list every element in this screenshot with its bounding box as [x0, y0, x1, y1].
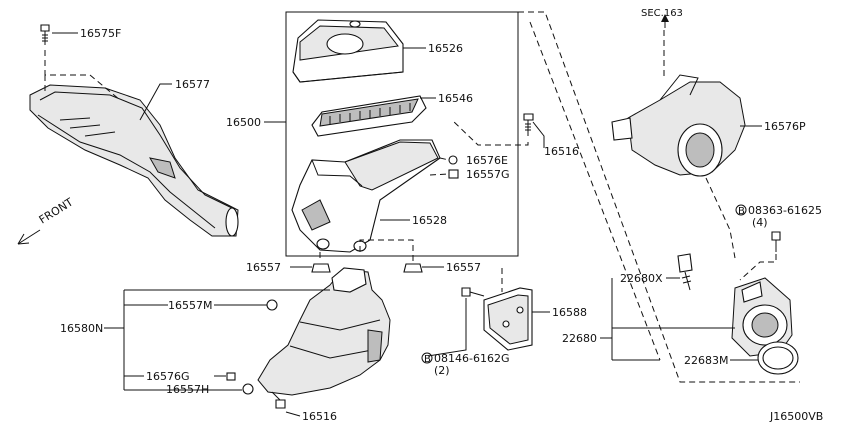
grommet-16557H — [242, 383, 254, 395]
label-22680: 22680 — [562, 332, 597, 345]
label-22683M: 22683M — [684, 354, 728, 367]
label-16588: 16588 — [552, 306, 587, 319]
label-08146: 08146-6162G — [434, 352, 509, 365]
label-16500: 16500 — [226, 116, 261, 129]
label-08146-qty: (2) — [434, 364, 450, 377]
air-cleaner-upper-cover — [292, 19, 404, 83]
label-16576E: 16576E — [466, 154, 508, 167]
air-filter-element — [311, 95, 427, 137]
mounting-bracket — [483, 287, 533, 351]
air-duct — [29, 84, 239, 237]
air-cleaner-lower-case — [291, 139, 441, 253]
air-cleaner-assembly-frame — [285, 11, 519, 257]
label-16528: 16528 — [412, 214, 447, 227]
label-16516-top: 16516 — [544, 145, 579, 158]
bolt-symbol-B-08363 — [735, 204, 747, 216]
label-16576G: 16576G — [146, 370, 190, 383]
label-16557-right: 16557 — [446, 261, 481, 274]
bolt-16575F — [40, 24, 50, 45]
label-16526: 16526 — [428, 42, 463, 55]
grommet-16557-right — [403, 263, 423, 273]
grommet-16557-left — [311, 263, 331, 273]
bolt-symbol-B-08146 — [421, 352, 433, 364]
label-16580N: 16580N — [60, 322, 103, 335]
label-16557-left: 16557 — [246, 261, 281, 274]
bolt-symbol-letter-08146: B — [424, 354, 431, 365]
label-16576P: 16576P — [764, 120, 806, 133]
label-16557G: 16557G — [466, 168, 510, 181]
front-arrow: FRONT — [17, 195, 76, 245]
grommet-16576E — [448, 155, 458, 165]
bolt-symbol-letter-08363: B — [738, 206, 745, 217]
label-08363-qty: (4) — [752, 216, 768, 229]
label-16546: 16546 — [438, 92, 473, 105]
bolt-16516-top — [523, 113, 534, 136]
label-16557H: 16557H — [166, 383, 209, 396]
bolt-08146 — [461, 287, 485, 297]
label-16557M: 16557M — [168, 299, 212, 312]
sensor-22680X — [677, 253, 693, 291]
front-label: FRONT — [37, 195, 76, 226]
gasket-22683M — [757, 341, 799, 375]
bolt-16516-bottom — [271, 391, 286, 409]
section-ref-arrow: SEC.163 — [641, 8, 683, 28]
label-16577: 16577 — [175, 78, 210, 91]
intake-duct-16576P — [611, 74, 746, 177]
drawing-number: J16500VB — [769, 410, 823, 423]
label-22680X: 22680X — [620, 272, 663, 285]
clip-16557M — [266, 299, 278, 311]
screw-08363 — [771, 231, 781, 252]
label-16575F: 16575F — [80, 27, 121, 40]
section-ref-label: SEC.163 — [641, 8, 683, 19]
grommet-16557G — [448, 169, 459, 179]
resonator-duct — [257, 267, 391, 396]
grommet-16576G — [226, 372, 236, 381]
label-08363: 08363-61625 — [748, 204, 822, 217]
label-16516-bottom: 16516 — [302, 410, 337, 423]
